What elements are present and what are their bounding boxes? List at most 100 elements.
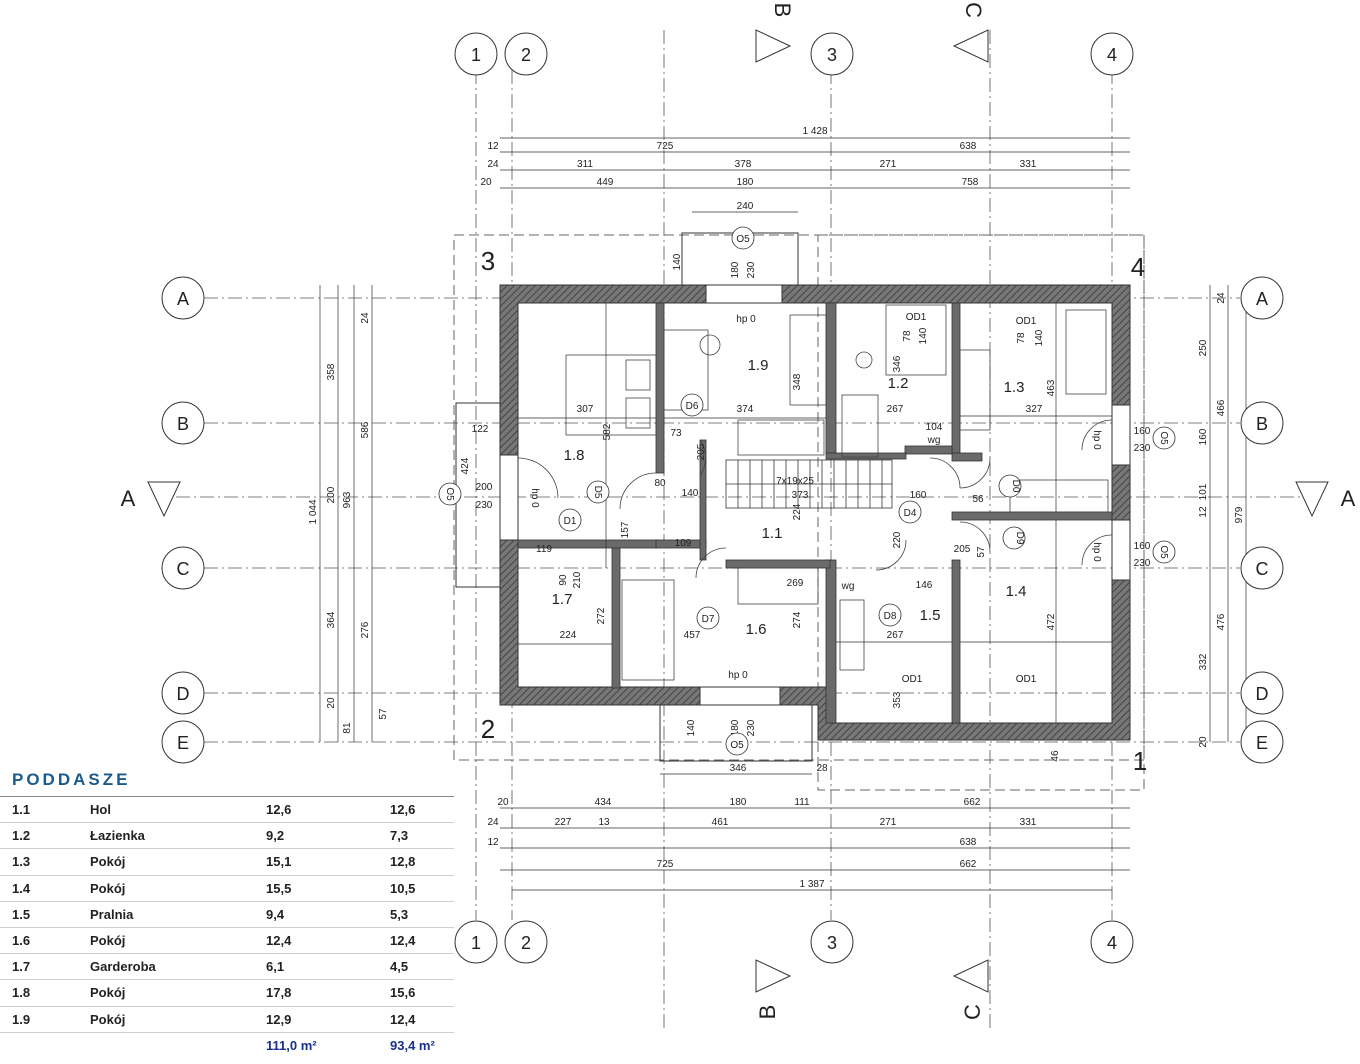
svg-text:1 044: 1 044 <box>308 499 319 524</box>
svg-text:57: 57 <box>378 708 389 720</box>
room-area: 12,9 <box>266 1006 390 1033</box>
room-area: 12,6 <box>266 797 390 824</box>
svg-text:1.9: 1.9 <box>748 357 769 374</box>
room-usable-area: 5,3 <box>390 901 454 928</box>
svg-text:hp 0: hp 0 <box>736 314 756 325</box>
svg-text:D5: D5 <box>592 486 603 499</box>
svg-text:267: 267 <box>887 404 904 415</box>
svg-text:12: 12 <box>487 141 499 152</box>
svg-text:O5: O5 <box>444 487 455 501</box>
svg-text:311: 311 <box>577 159 593 170</box>
svg-text:227: 227 <box>555 817 572 828</box>
room-number: 1.9 <box>0 1006 90 1033</box>
svg-text:180: 180 <box>730 261 741 278</box>
svg-text:1.3: 1.3 <box>1004 379 1025 396</box>
inner-dimension-texts: 307 582 374 348 267 346 104 327 463 122 … <box>460 355 1061 761</box>
room-usable-area: 15,6 <box>390 979 454 1007</box>
svg-text:224: 224 <box>560 630 577 641</box>
svg-text:461: 461 <box>712 817 729 828</box>
room-area: 9,4 <box>266 901 390 928</box>
svg-text:269: 269 <box>787 578 804 589</box>
svg-text:4: 4 <box>1107 933 1117 953</box>
room-number: 1.6 <box>0 927 90 955</box>
svg-text:C: C <box>177 559 190 579</box>
room-name: Pokój <box>90 979 266 1007</box>
interior-walls <box>517 302 1113 724</box>
room-name: Hol <box>90 797 266 824</box>
svg-text:A: A <box>1256 289 1268 309</box>
svg-text:160: 160 <box>910 490 927 501</box>
svg-text:OD1: OD1 <box>1016 674 1037 685</box>
svg-text:230: 230 <box>746 719 757 736</box>
svg-text:210: 210 <box>572 571 583 588</box>
svg-text:D: D <box>1256 684 1269 704</box>
svg-text:2: 2 <box>481 714 495 744</box>
room-area: 9,2 <box>266 822 390 850</box>
svg-text:A: A <box>121 486 136 511</box>
svg-text:200: 200 <box>326 486 337 503</box>
svg-text:78: 78 <box>1016 332 1027 344</box>
grid-axis-number-labels: 1 2 3 4 1 2 3 4 <box>471 45 1117 953</box>
svg-text:1.2: 1.2 <box>888 375 909 392</box>
grid-axis-letters <box>161 276 1284 764</box>
svg-text:358: 358 <box>326 363 337 380</box>
svg-text:224: 224 <box>792 503 803 520</box>
svg-text:240: 240 <box>737 201 754 212</box>
svg-text:586: 586 <box>360 421 371 438</box>
svg-text:638: 638 <box>960 837 977 848</box>
svg-text:13: 13 <box>598 817 610 828</box>
room-area: 15,5 <box>266 875 390 902</box>
svg-text:662: 662 <box>964 797 981 808</box>
svg-text:1 428: 1 428 <box>802 126 827 137</box>
svg-text:472: 472 <box>1046 613 1057 630</box>
svg-text:3: 3 <box>481 246 495 276</box>
svg-text:1.5: 1.5 <box>920 607 941 624</box>
svg-text:1.6: 1.6 <box>746 621 767 638</box>
dimension-lines <box>319 137 1247 891</box>
svg-text:327: 327 <box>1026 404 1043 415</box>
room-number: 1.3 <box>0 848 90 876</box>
svg-text:157: 157 <box>620 521 631 538</box>
room-number: 1.4 <box>0 875 90 902</box>
svg-text:E: E <box>1256 733 1268 753</box>
svg-text:O5: O5 <box>730 740 744 751</box>
svg-text:353: 353 <box>892 691 903 708</box>
furniture <box>565 304 1109 681</box>
svg-text:A: A <box>177 289 189 309</box>
svg-text:OD1: OD1 <box>902 674 923 685</box>
svg-text:1.8: 1.8 <box>564 447 585 464</box>
stairs <box>725 459 893 509</box>
svg-text:378: 378 <box>735 159 752 170</box>
door-tag-circles <box>438 226 1176 756</box>
svg-text:B: B <box>770 3 795 18</box>
svg-text:205: 205 <box>954 544 971 555</box>
misc-labels: OD1 OD1 OD1 OD1 hp 0 hp 0 hp 0 hp 0 hp 0… <box>529 312 1102 685</box>
room-number: 1.8 <box>0 979 90 1007</box>
svg-text:180: 180 <box>730 797 747 808</box>
svg-text:104: 104 <box>926 422 943 433</box>
svg-text:331: 331 <box>1020 817 1037 828</box>
svg-text:250: 250 <box>1198 339 1209 356</box>
svg-text:331: 331 <box>1020 159 1037 170</box>
room-name: Garderoba <box>90 953 266 981</box>
svg-text:4: 4 <box>1131 252 1145 282</box>
room-area: 15,1 <box>266 848 390 876</box>
svg-text:457: 457 <box>684 630 701 641</box>
svg-text:46: 46 <box>1050 750 1061 762</box>
svg-text:1.4: 1.4 <box>1006 583 1027 600</box>
svg-text:O5: O5 <box>1158 545 1169 559</box>
svg-text:81: 81 <box>342 722 353 734</box>
svg-text:160: 160 <box>1198 428 1209 445</box>
corner-numbers: 1 2 3 4 <box>481 246 1147 776</box>
svg-text:276: 276 <box>360 621 371 638</box>
svg-text:424: 424 <box>460 457 471 474</box>
room-name: Łazienka <box>90 822 266 850</box>
room-name: Pralnia <box>90 901 266 928</box>
svg-text:1 387: 1 387 <box>799 879 824 890</box>
svg-text:D1: D1 <box>564 516 577 527</box>
svg-text:140: 140 <box>1034 329 1045 346</box>
svg-text:725: 725 <box>657 859 674 870</box>
svg-text:140: 140 <box>672 253 683 270</box>
